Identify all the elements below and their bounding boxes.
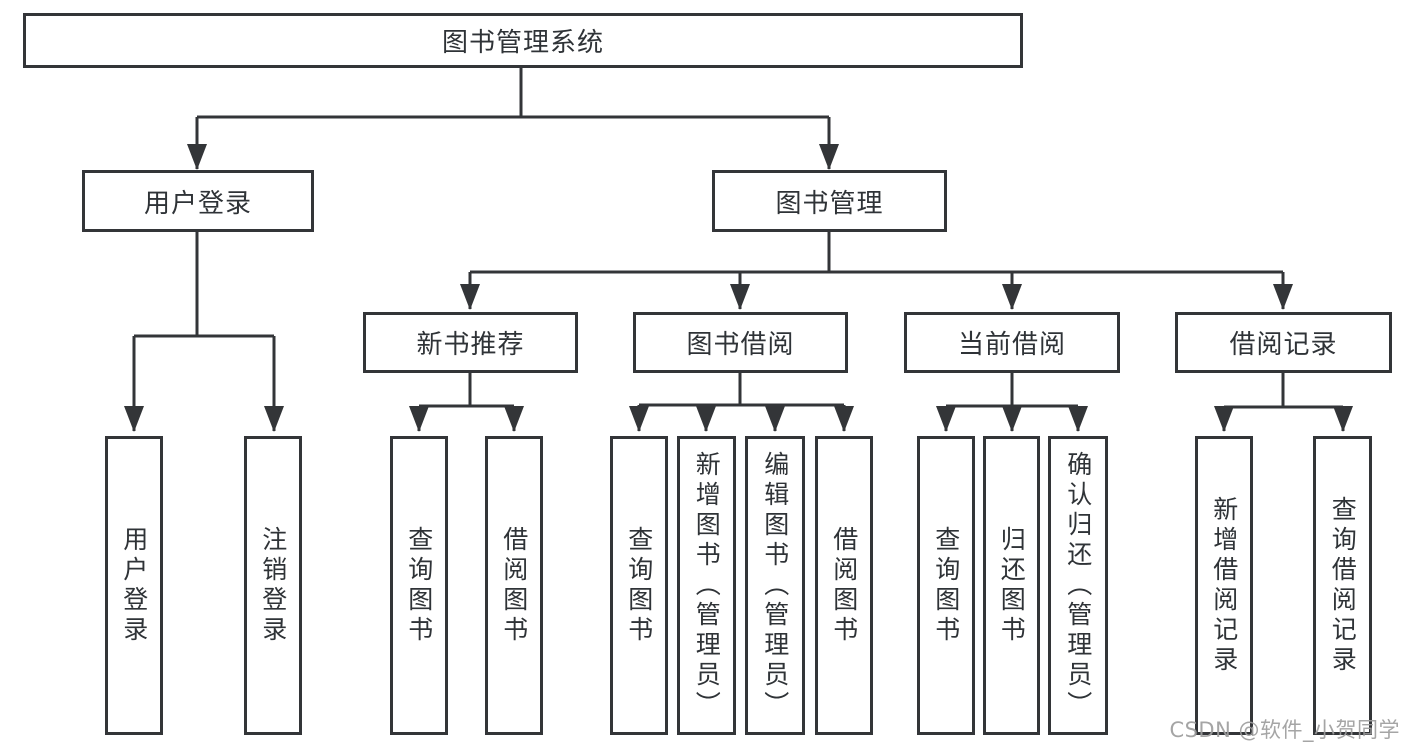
node-book-borrow: 图书借阅 [633, 312, 848, 373]
node-label: 查询图书 [624, 525, 654, 646]
leaf-add-books-admin: 新增图书（管理员） [677, 436, 736, 735]
node-label: 查询图书 [404, 525, 434, 646]
leaf-borrow-borrow-books: 借阅图书 [815, 436, 873, 735]
node-new-book-recommend: 新书推荐 [363, 312, 578, 373]
leaf-add-borrow-record: 新增借阅记录 [1195, 436, 1253, 735]
node-borrow-records: 借阅记录 [1175, 312, 1392, 373]
node-label: 图书借阅 [686, 330, 795, 360]
leaf-recommend-query-books: 查询图书 [390, 436, 448, 735]
node-label: 用户登录 [119, 525, 149, 646]
node-label: 注销登录 [258, 525, 288, 646]
leaf-query-borrow-record: 查询借阅记录 [1313, 436, 1372, 735]
node-label: 归还图书 [997, 525, 1027, 646]
node-label: 图书管理 [775, 188, 884, 219]
node-label: 查询借阅记录 [1328, 495, 1358, 676]
node-label: 新增图书（管理员） [692, 450, 722, 721]
node-user-login: 用户登录 [82, 170, 314, 232]
leaf-logout-login: 注销登录 [244, 436, 302, 735]
leaf-current-query-books: 查询图书 [917, 436, 975, 735]
leaf-user-login: 用户登录 [105, 436, 163, 735]
node-label: 借阅图书 [499, 525, 529, 646]
leaf-recommend-borrow-books: 借阅图书 [485, 436, 543, 735]
node-root-library-system: 图书管理系统 [23, 13, 1023, 68]
leaf-borrow-query-books: 查询图书 [610, 436, 668, 735]
node-label: 用户登录 [143, 188, 252, 219]
node-label: 图书管理系统 [441, 28, 604, 58]
leaf-return-books: 归还图书 [983, 436, 1040, 735]
node-label: 借阅图书 [829, 525, 859, 646]
node-label: 新增借阅记录 [1209, 495, 1239, 676]
node-label: 新书推荐 [416, 330, 525, 360]
node-label: 确认归还（管理员） [1063, 450, 1093, 721]
node-book-management: 图书管理 [712, 170, 947, 232]
node-label: 编辑图书（管理员） [760, 450, 790, 721]
leaf-confirm-return-admin: 确认归还（管理员） [1048, 436, 1108, 735]
node-current-borrow: 当前借阅 [904, 312, 1120, 373]
watermark: CSDN @软件_小贺同学 [1169, 718, 1400, 742]
node-label: 借阅记录 [1229, 330, 1338, 360]
node-label: 查询图书 [931, 525, 961, 646]
node-label: 当前借阅 [957, 330, 1066, 360]
leaf-edit-books-admin: 编辑图书（管理员） [745, 436, 805, 735]
